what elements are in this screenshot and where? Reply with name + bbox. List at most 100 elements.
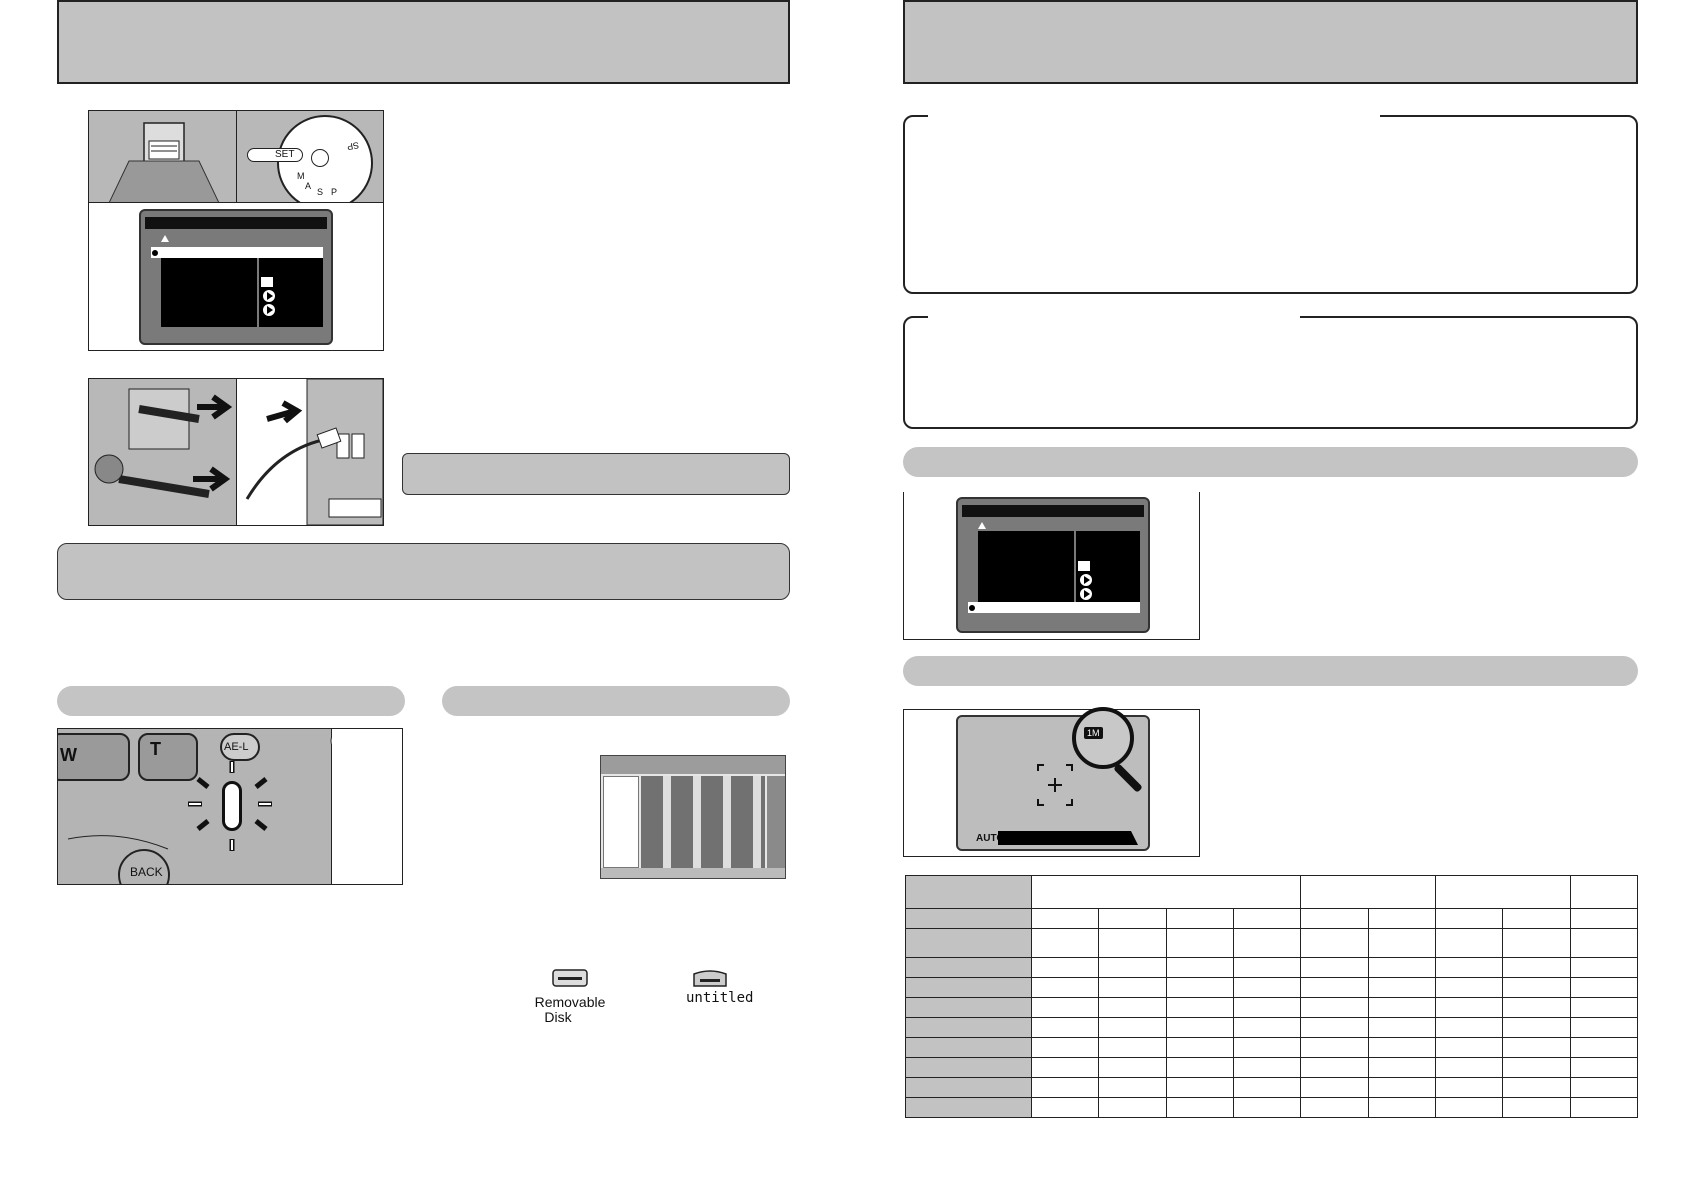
table-cell [1569, 908, 1639, 929]
table-cell [1232, 908, 1302, 929]
info-box-2-tab [928, 309, 1300, 321]
w-button-label: W [60, 745, 77, 765]
lamp-blink-marks [67, 735, 332, 851]
focus-frame [1037, 764, 1073, 806]
lcd-title-bar [145, 217, 327, 229]
table-cell [1030, 1077, 1100, 1098]
dial-center [311, 149, 329, 167]
table-cell [1232, 928, 1302, 958]
table-cell [1569, 977, 1639, 998]
table-cell [1367, 997, 1436, 1018]
removable-disk-label-line1: Removable [534, 994, 606, 1010]
table-row-header [905, 1017, 1032, 1038]
cable-connection-illustration [88, 378, 384, 526]
table-cell [1434, 875, 1571, 909]
table-row-header [905, 908, 1032, 929]
table-cell [1098, 1057, 1167, 1078]
caution-panel-wide [57, 543, 790, 600]
magnifier-circle [1072, 707, 1134, 769]
table-cell [1434, 957, 1504, 978]
table-row [905, 1017, 1639, 1038]
section-heading-pill-3 [903, 447, 1638, 477]
table-cell [1367, 1097, 1436, 1118]
ae-l-label: AE-L [224, 741, 249, 753]
note-panel-small [402, 453, 790, 495]
removable-disk-label-line2: Disk [544, 1009, 572, 1025]
info-box-1-tab [928, 108, 1380, 120]
lcd-screen-2 [956, 497, 1150, 633]
table-row [905, 875, 1639, 909]
table-cell [1098, 928, 1167, 958]
computer-port-drawing [245, 378, 384, 526]
table-row-header [905, 875, 1032, 909]
table-cell [1367, 1037, 1436, 1058]
table-cell [1165, 908, 1234, 929]
ae-l-button [220, 733, 260, 761]
section-heading-pill-4 [903, 656, 1638, 686]
table-cell [1367, 908, 1436, 929]
table-cell [1098, 1017, 1167, 1038]
table-row-header [905, 957, 1032, 978]
table-cell [1367, 977, 1436, 998]
table-cell [1300, 1037, 1369, 1058]
table-row [905, 928, 1639, 958]
table-cell [1367, 1017, 1436, 1038]
table-cell [1165, 1017, 1234, 1038]
info-box-1 [903, 115, 1638, 294]
dial-mode-m: M [297, 171, 305, 181]
lcd-menu-panel [903, 492, 1200, 640]
software-thumb-grid [641, 776, 765, 868]
computer-port-photo [237, 378, 384, 526]
table-row [905, 1037, 1639, 1058]
table-cell [1232, 1017, 1302, 1038]
camera-ports-photo [89, 379, 237, 525]
table-cell [1165, 1097, 1234, 1118]
table-cell [1434, 1077, 1504, 1098]
table-row [905, 997, 1639, 1018]
table-cell [1165, 1057, 1234, 1078]
table-cell [1502, 957, 1571, 978]
table-row-header [905, 997, 1032, 1018]
table-cell [1165, 928, 1234, 958]
table-cell [1300, 928, 1369, 958]
lcd-icons-2 [969, 522, 1092, 611]
table-cell [1434, 908, 1504, 929]
table-cell [1300, 1017, 1369, 1038]
table-cell [1502, 1017, 1571, 1038]
lcd-menu-left [161, 247, 257, 327]
table-row-header [905, 928, 1032, 958]
camera-ports-drawing [94, 388, 233, 498]
table-cell [1300, 977, 1369, 998]
table-row-header [905, 1037, 1032, 1058]
table-cell [1434, 1017, 1504, 1038]
table-row-header [905, 1057, 1032, 1078]
table-cell [1030, 957, 1100, 978]
mode-indicator: AUTO [976, 833, 1005, 844]
info-box-2 [903, 316, 1638, 429]
table-row [905, 1057, 1639, 1078]
table-cell [1232, 1057, 1302, 1078]
table-cell [1232, 997, 1302, 1018]
removable-disk-icon [552, 968, 588, 988]
set-label: SET [275, 149, 295, 160]
table-cell [1165, 957, 1234, 978]
table-cell [1434, 1037, 1504, 1058]
table-cell [1569, 997, 1639, 1018]
table-cell [1367, 957, 1436, 978]
lcd-title-bar-2 [962, 505, 1144, 517]
table-cell [1098, 977, 1167, 998]
table-cell [1030, 997, 1100, 1018]
table-cell [1367, 1077, 1436, 1098]
section-heading-pill-1 [57, 686, 405, 716]
lcd-menu-left-2 [978, 531, 1074, 611]
table-cell [1502, 928, 1571, 958]
table-cell [1098, 1097, 1167, 1118]
table-cell [1502, 1077, 1571, 1098]
table-cell [1502, 1097, 1571, 1118]
table-cell [1165, 977, 1234, 998]
software-side-panel [767, 776, 785, 868]
table-cell [1165, 1077, 1234, 1098]
table-cell [1300, 997, 1369, 1018]
table-cell [1569, 1017, 1639, 1038]
table-cell [1030, 875, 1302, 909]
